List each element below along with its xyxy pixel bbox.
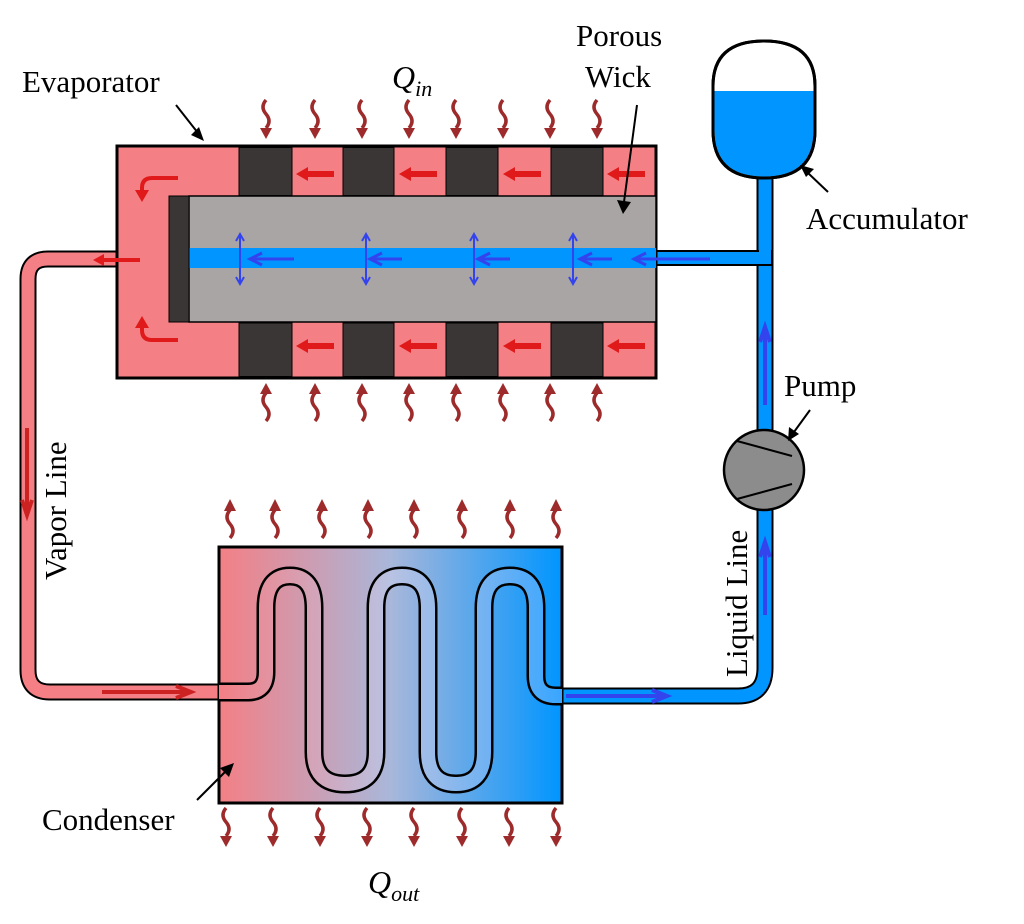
liquid-line xyxy=(560,178,774,705)
accumulator-label: Accumulator xyxy=(806,201,969,236)
liquid-core-arrows xyxy=(246,251,710,267)
heat-in-arrows-top xyxy=(261,98,602,130)
porous-label-line2: Wick xyxy=(585,59,651,94)
bottom-blocks xyxy=(238,322,604,377)
condenser-label: Condenser xyxy=(42,802,175,837)
end-plate xyxy=(168,195,190,323)
condenser xyxy=(217,545,566,805)
q-out-main: Q xyxy=(368,864,391,900)
evaporator xyxy=(93,144,710,380)
q-out-sub: out xyxy=(391,881,420,906)
pump-label: Pump xyxy=(784,368,856,403)
accumulator xyxy=(711,39,817,180)
vapor-line-label: Vapor Line xyxy=(38,441,73,580)
vapor-flow-arrow xyxy=(20,428,34,522)
heat-in-arrows-bottom xyxy=(261,391,602,423)
liquid-line-label: Liquid Line xyxy=(719,530,754,677)
q-in-sub: in xyxy=(415,76,432,101)
vapor-line xyxy=(19,250,256,701)
q-out-label: Qout xyxy=(368,864,420,906)
pump xyxy=(722,428,806,512)
liquid-flow-arrow xyxy=(758,535,772,615)
porous-label-line1: Porous xyxy=(576,18,662,53)
heat-out-arrows-bottom xyxy=(221,806,561,838)
liquid-core xyxy=(189,248,656,268)
top-blocks xyxy=(238,147,604,196)
liquid-flow-arrow xyxy=(566,688,673,704)
vapor-flow-arrow xyxy=(102,684,197,700)
vapor-channel-arrows xyxy=(296,167,645,353)
q-in-label: Qin xyxy=(392,59,432,101)
q-in-main: Q xyxy=(392,59,415,95)
leader-arrows xyxy=(175,104,829,801)
wick-diffusion-arrows xyxy=(235,231,578,287)
liquid-flow-arrow xyxy=(758,320,772,405)
vapor-turn-arrows xyxy=(98,176,178,342)
evaporator-label: Evaporator xyxy=(22,64,160,99)
heat-out-arrows-top xyxy=(225,508,561,540)
